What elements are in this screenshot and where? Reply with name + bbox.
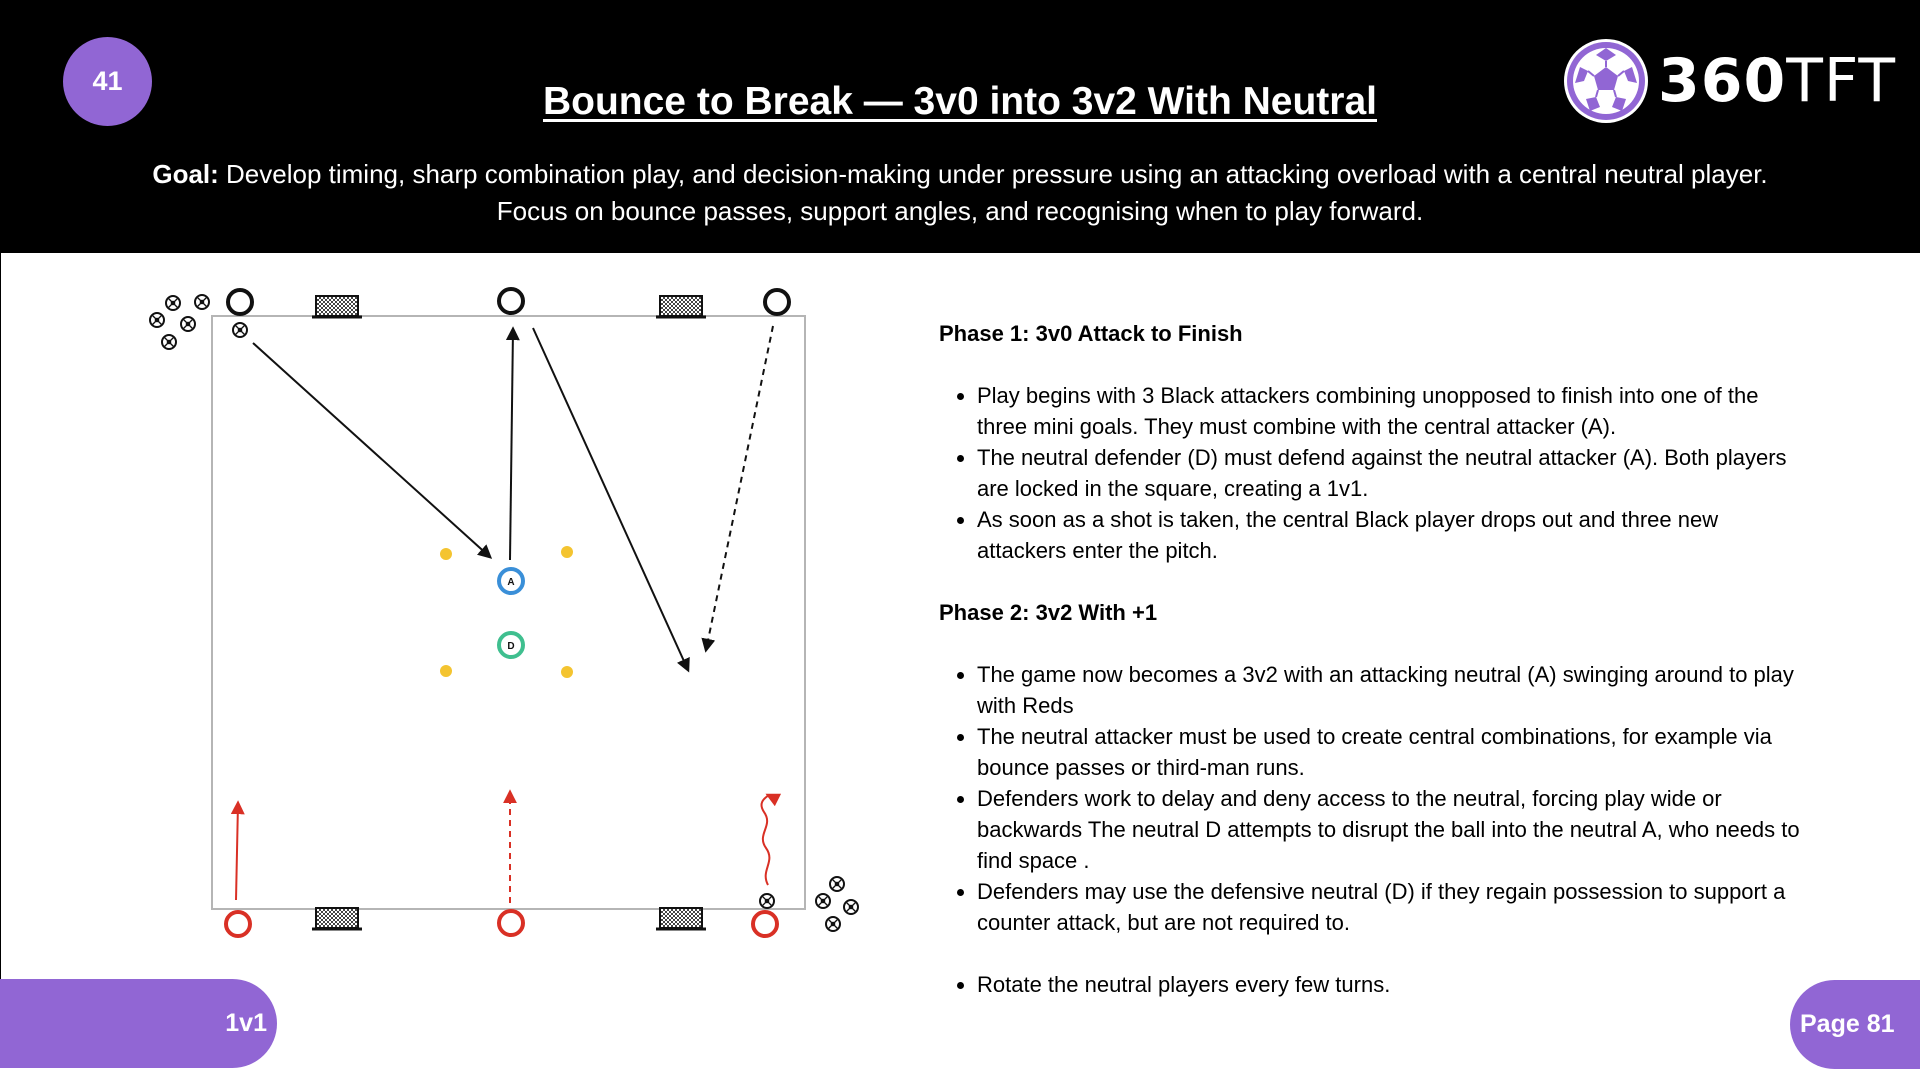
black-attacker-center xyxy=(497,287,525,315)
cone-bottom-left xyxy=(440,665,452,677)
header-bar: 41 Bounce to Break — 3v0 into 3v2 With N… xyxy=(0,0,1920,253)
phase-1-title: Phase 1: 3v0 Attack to Finish xyxy=(939,321,1243,346)
neutral-attacker: A xyxy=(497,567,525,595)
brand-wordmark-bold: 360 xyxy=(1658,46,1787,116)
red-player-center xyxy=(497,909,525,937)
neutral-defender-label: D xyxy=(507,641,514,652)
football-icon xyxy=(1564,39,1648,123)
brand-wordmark-light: TFT xyxy=(1786,46,1897,116)
pass-arrow-neutral-back xyxy=(505,326,520,561)
ball-at-black-left xyxy=(232,322,248,338)
red-player-right xyxy=(751,910,779,938)
phase-2-list: The game now becomes a 3v2 with an attac… xyxy=(939,659,1809,938)
cone-top-left xyxy=(440,548,452,560)
phase-2-title: Phase 2: 3v2 With +1 xyxy=(939,600,1158,625)
cone-bottom-right xyxy=(561,666,573,678)
mini-goal-top-left xyxy=(310,294,364,319)
phase-2-item: Defenders may use the defensive neutral … xyxy=(977,876,1809,938)
instructions-panel: Phase 1: 3v0 Attack to Finish Play begin… xyxy=(939,318,1809,1031)
brand-wordmark: 360TFT xyxy=(1658,46,1896,116)
footer-category-tab: 1v1 xyxy=(0,979,277,1068)
red-player-left xyxy=(224,910,252,938)
footer-page-number: Page 81 xyxy=(1790,980,1920,1069)
brand-logo: 360TFT xyxy=(1562,36,1896,126)
goal-line-2: Focus on bounce passes, support angles, … xyxy=(496,196,1424,226)
cone-top-right xyxy=(561,546,573,558)
goal-label: Goal: xyxy=(152,159,219,189)
pass-arrow-diagonal xyxy=(532,327,690,673)
run-arrow-right xyxy=(701,325,774,653)
phase-2-item: The game now becomes a 3v2 with an attac… xyxy=(977,659,1809,721)
page-left-rule xyxy=(0,253,1,980)
goal-text: Goal: Develop timing, sharp combination … xyxy=(80,156,1840,230)
phase-1-item: Play begins with 3 Black attackers combi… xyxy=(977,380,1809,442)
neutral-attacker-label: A xyxy=(507,577,514,588)
red-pass-arrow-left xyxy=(230,800,245,901)
ball-at-red-right xyxy=(759,893,775,909)
session-number-badge: 41 xyxy=(63,37,152,126)
page-title: Bounce to Break — 3v0 into 3v2 With Neut… xyxy=(542,80,1377,123)
black-attacker-right xyxy=(763,288,791,316)
phase-1-item: The neutral defender (D) must defend aga… xyxy=(977,442,1809,504)
final-note-list: Rotate the neutral players every few tur… xyxy=(939,969,1809,1000)
pitch-boundary xyxy=(211,315,806,910)
phase-1-item: As soon as a shot is taken, the central … xyxy=(977,504,1809,566)
black-attacker-left xyxy=(226,288,254,316)
mini-goal-bottom-left xyxy=(310,906,364,931)
pass-arrow-to-neutral xyxy=(252,342,493,559)
neutral-defender: D xyxy=(497,631,525,659)
ball-cluster-bottom-right xyxy=(815,876,859,932)
red-dribble-arrow-right xyxy=(760,793,782,886)
drill-diagram: A D xyxy=(149,287,859,938)
mini-goal-bottom-right xyxy=(654,906,708,931)
final-note: Rotate the neutral players every few tur… xyxy=(977,969,1809,1000)
mini-goal-top-right xyxy=(654,294,708,319)
phase-2-item: Defenders work to delay and deny access … xyxy=(977,783,1809,876)
phase-1-list: Play begins with 3 Black attackers combi… xyxy=(939,380,1809,566)
goal-line-1: Develop timing, sharp combination play, … xyxy=(226,159,1768,189)
phase-2-item: The neutral attacker must be used to cre… xyxy=(977,721,1809,783)
ball-cluster-top-left xyxy=(149,294,210,350)
